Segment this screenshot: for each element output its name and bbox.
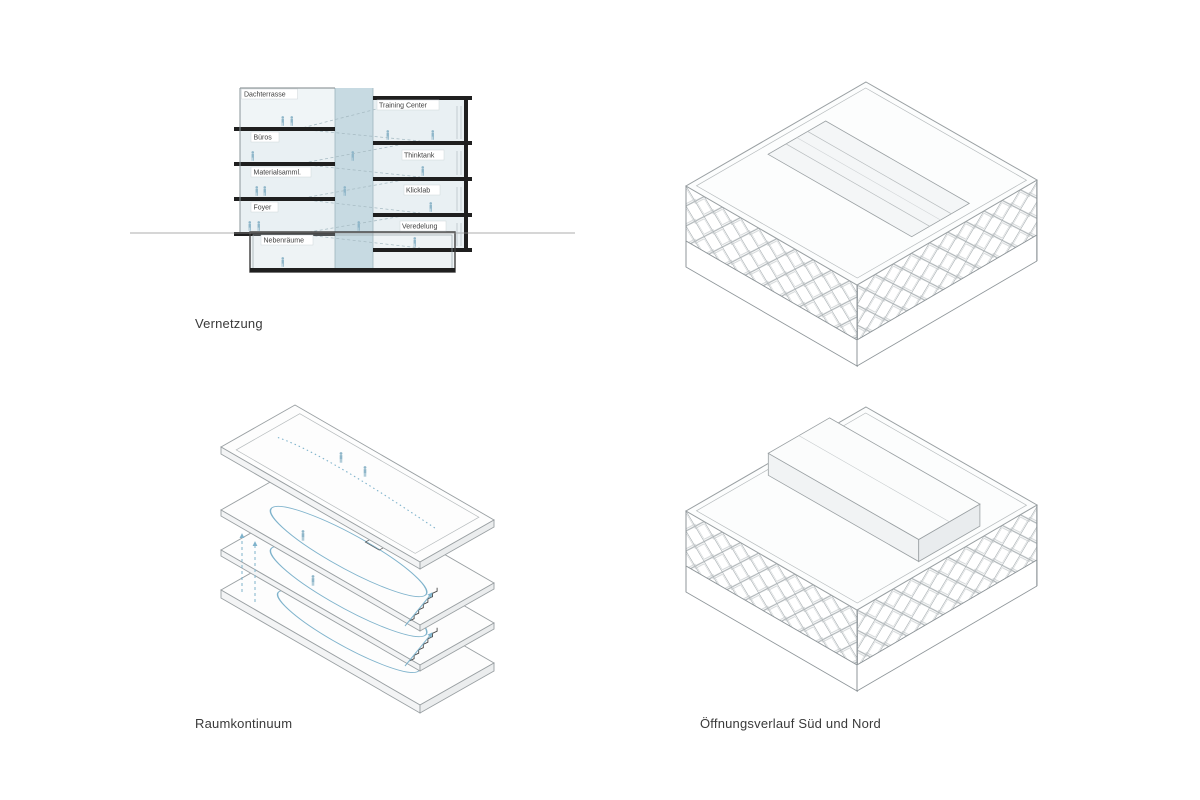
building-section-diagram: Dachterrasse Büros Materialsamml. Foyer … xyxy=(130,87,575,273)
room-label: Büros xyxy=(250,131,280,143)
caption-vernetzung: Vernetzung xyxy=(195,316,263,331)
room-label: Materialsamml. xyxy=(250,166,312,178)
room-labels: Dachterrasse Büros Materialsamml. Foyer … xyxy=(241,88,447,246)
svg-text:Klicklab: Klicklab xyxy=(406,188,430,195)
corner-edges xyxy=(685,505,1038,691)
roof-parapet-line xyxy=(235,413,480,554)
svg-text:Dachterrasse: Dachterrasse xyxy=(244,92,286,99)
roof-parapet-line xyxy=(695,87,1028,279)
roof-circulation-dotted-line xyxy=(277,436,438,530)
roof-volume xyxy=(767,417,981,563)
basement-walls xyxy=(249,231,456,273)
room-label: Veredelung xyxy=(399,220,447,232)
room-label: Training Center xyxy=(376,99,440,111)
lattice-building-isometric-top xyxy=(685,81,1038,367)
floor-plate-1 xyxy=(220,467,495,632)
svg-text:Nebenräume: Nebenräume xyxy=(264,238,305,245)
room-label: Klicklab xyxy=(403,184,441,196)
svg-text:Büros: Büros xyxy=(254,135,273,142)
lattice-building-isometric-bottom xyxy=(685,406,1038,692)
caption-oeffnungsverlauf: Öffnungsverlauf Süd und Nord xyxy=(700,716,881,731)
room-label: Foyer xyxy=(250,201,279,213)
corner-edges xyxy=(685,180,1038,366)
window-mullions xyxy=(456,106,462,246)
svg-text:Thinktank: Thinktank xyxy=(404,153,435,160)
svg-text:Veredelung: Veredelung xyxy=(402,224,438,231)
room-label: Dachterrasse xyxy=(241,88,298,100)
caption-raumkontinuum: Raumkontinuum xyxy=(195,716,293,731)
room-label: Nebenräume xyxy=(260,234,314,246)
circulation-arrows xyxy=(239,533,433,667)
roof-plate xyxy=(220,404,495,570)
floor-slabs xyxy=(234,87,472,252)
svg-text:Materialsamml.: Materialsamml. xyxy=(254,170,302,177)
roof-parapet-line xyxy=(695,412,1028,604)
diagrid-facade-southwest xyxy=(685,185,858,367)
exploded-floor-plates-diagram xyxy=(220,404,495,714)
room-label: Thinktank xyxy=(401,149,445,161)
svg-text:Training Center: Training Center xyxy=(379,103,428,110)
roof-opening xyxy=(767,120,971,238)
svg-text:Foyer: Foyer xyxy=(254,205,273,212)
